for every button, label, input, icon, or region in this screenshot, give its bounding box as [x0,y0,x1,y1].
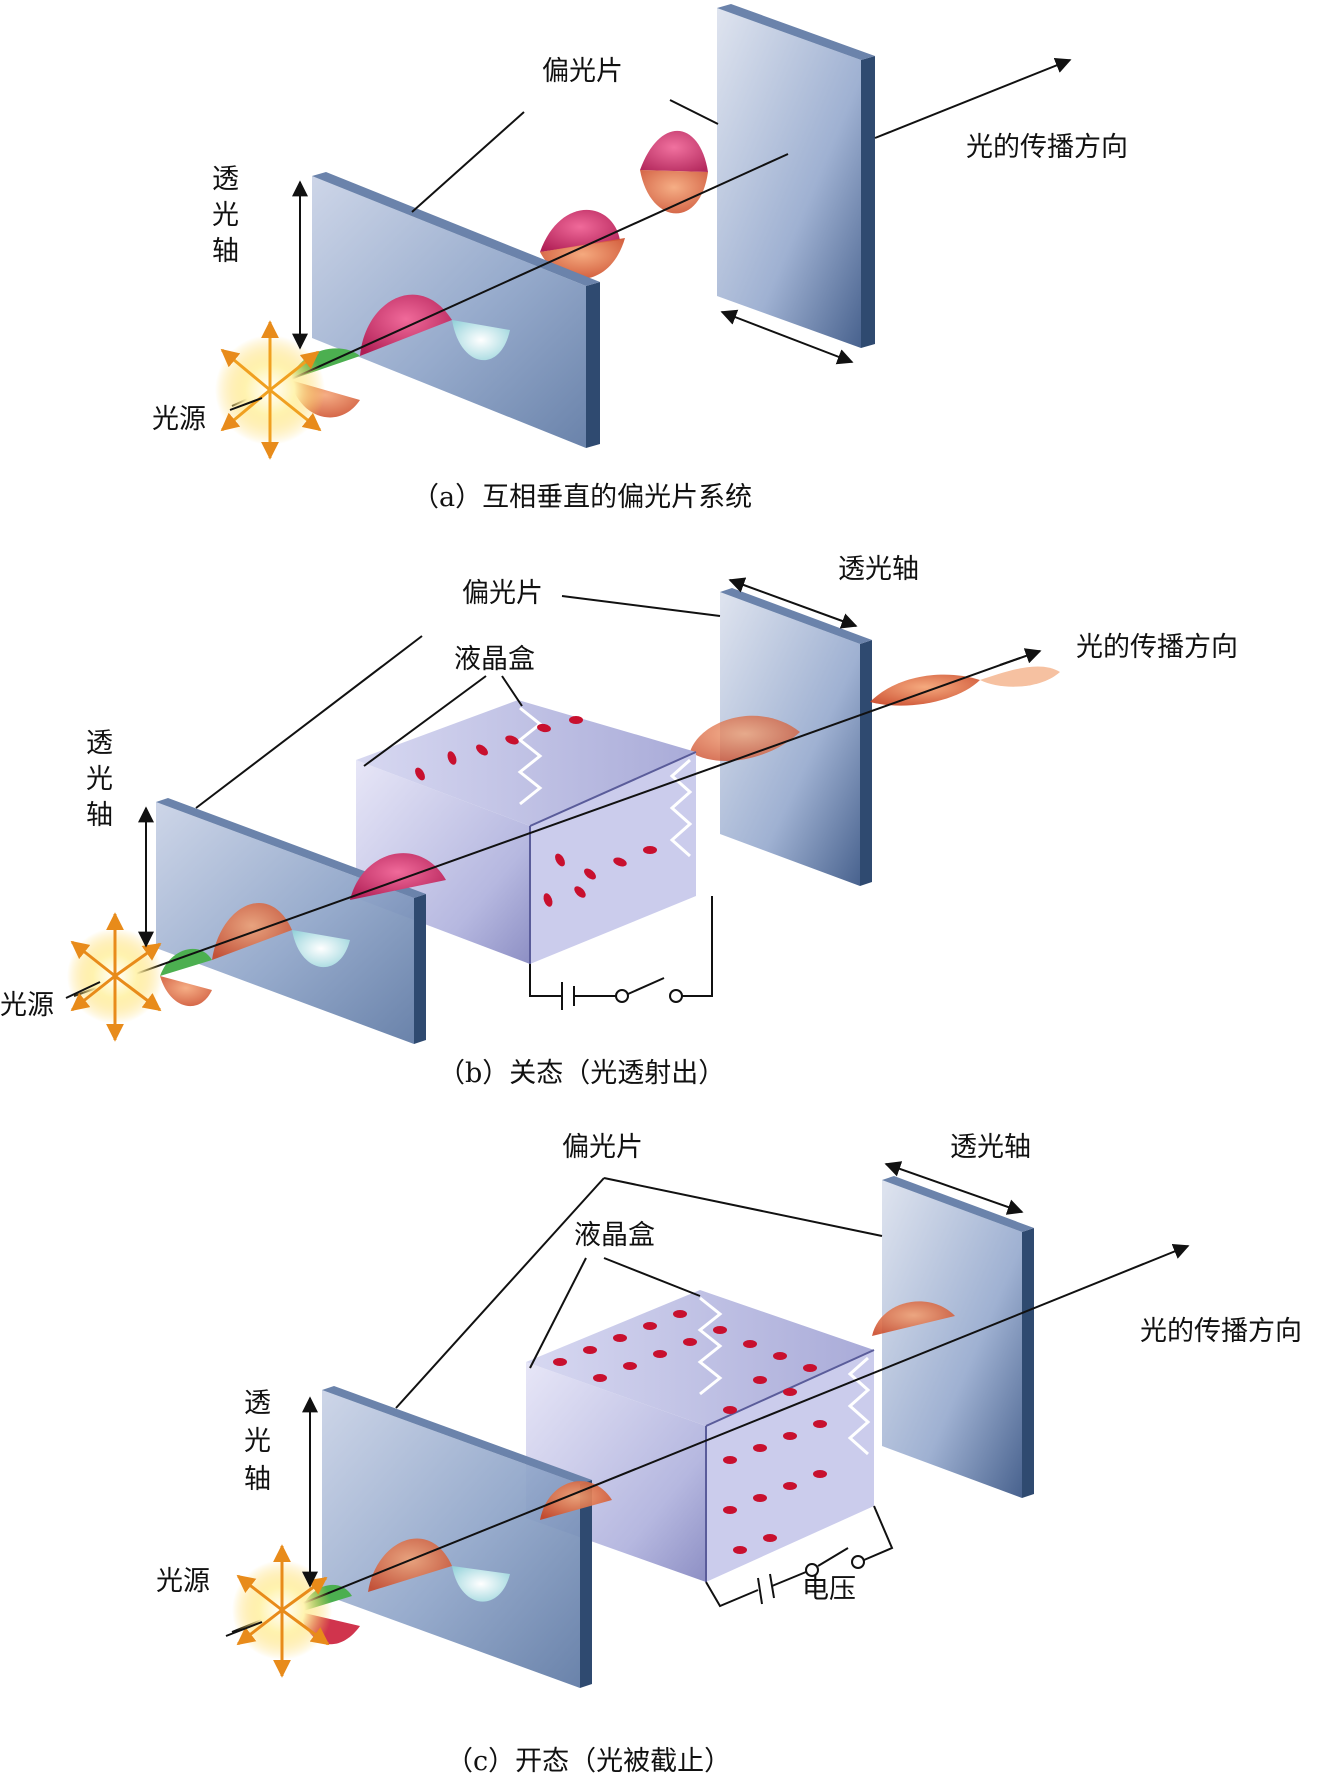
polarizer-plate-front [322,1386,592,1688]
lc-molecules [415,716,657,907]
polarizer-plate-front [312,172,600,448]
label-propagation-direction: 光的传播方向 [1076,632,1238,663]
label-axis-char: 光 [86,764,113,795]
label-polarizer: 偏光片 [562,1132,643,1163]
light-source-burst [67,912,163,1042]
leader-line [195,635,423,809]
label-axis-char: 透 [212,164,239,195]
label-voltage: 电压 [802,1574,856,1605]
label-polarizer: 偏光片 [462,578,543,609]
rear-axis-arrow [728,577,858,629]
propagation-line [231,153,789,407]
label-axis-char: 光 [244,1426,271,1457]
leader-line [65,981,101,999]
propagation-line [231,1243,1190,1633]
leader-line [669,99,719,125]
leader-line [603,1177,883,1237]
polarizer-plate-rear [717,4,875,348]
leader-line [501,675,523,707]
leader-line [395,1177,605,1409]
label-lc-cell: 液晶盒 [574,1220,655,1251]
label-axis-char: 透 [244,1388,271,1419]
rear-axis-arrow [884,1161,1024,1215]
rear-axis-arrow [720,309,854,365]
leader-line [561,595,721,617]
light-wave [540,130,708,279]
label-polarizer: 偏光片 [542,56,623,87]
light-source-burst [215,320,325,460]
label-light-source: 光源 [152,404,206,435]
polarizer-plate-rear [882,1176,1034,1498]
label-propagation-direction: 光的传播方向 [1140,1316,1302,1347]
circuit-switch [705,1505,894,1608]
leader-line [529,1257,587,1369]
light-wave-exit [872,1301,955,1336]
caption-b: （b）关态（光透射出） [438,1058,725,1089]
label-axis-char: 光 [212,200,239,231]
label-axis-top: 透光轴 [838,554,919,585]
label-axis-top: 透光轴 [950,1132,1031,1163]
panel-c: 偏光片 透光轴 液晶盒 光的传播方向 透 光 轴 光源 电压 （c）开态（光被截… [156,1132,1302,1776]
label-light-source: 光源 [0,990,54,1021]
label-lc-cell: 液晶盒 [454,644,535,675]
propagation-arrow [999,648,1042,666]
label-light-source: 光源 [156,1566,210,1597]
leader-line [363,675,487,767]
label-axis-char: 透 [86,728,113,759]
leader-line [225,1621,263,1637]
label-axis-char: 轴 [212,236,239,267]
panel-b: 偏光片 透光轴 液晶盒 光的传播方向 透 光 轴 光源 （b）关态（光透射出） [0,554,1238,1089]
panel-a: 偏光片 光的传播方向 透 光 轴 光源 （a）互相垂直的偏光片系统 [152,4,1128,513]
propagation-arrow [874,57,1072,139]
propagation-line [73,657,1021,997]
caption-c: （c）开态（光被截止） [446,1746,731,1776]
leader-line [411,111,525,213]
leader-line [229,397,263,411]
circuit-switch [529,896,713,1010]
caption-a: （a）互相垂直的偏光片系统 [412,482,752,513]
label-axis-char: 轴 [244,1464,271,1495]
leader-line [603,1257,701,1297]
light-source-burst [232,1544,332,1678]
label-axis-char: 轴 [86,800,113,831]
lc-molecules [553,1310,827,1554]
label-propagation-direction: 光的传播方向 [966,132,1128,163]
